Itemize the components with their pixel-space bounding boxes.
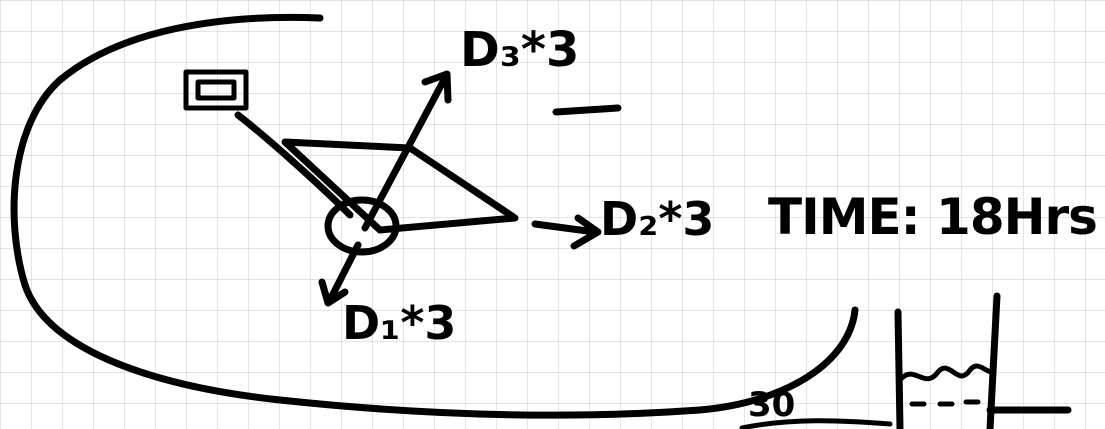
arrow-d1 [326, 241, 362, 304]
arrow-d3-head [421, 70, 452, 104]
label-d1: D₁*3 [342, 296, 457, 350]
label-thirty: 30 [748, 385, 796, 425]
container-left [894, 308, 904, 429]
label-d2: D₂*3 [600, 192, 715, 246]
label-time: TIME: 18Hrs [768, 188, 1098, 246]
arrow-d3 [361, 74, 449, 232]
arrow-d2 [531, 220, 599, 236]
small-box-inner [195, 79, 237, 101]
scribble-bottom [739, 418, 893, 429]
container-wave [899, 363, 995, 382]
center-node [324, 196, 400, 256]
label-d3: D₃*3 [460, 22, 580, 78]
loop-curve [10, 13, 859, 419]
small-box [183, 69, 249, 111]
d3-underline [552, 104, 622, 116]
arrow-d2-head [570, 214, 602, 250]
arrow-d1-head [318, 278, 349, 307]
